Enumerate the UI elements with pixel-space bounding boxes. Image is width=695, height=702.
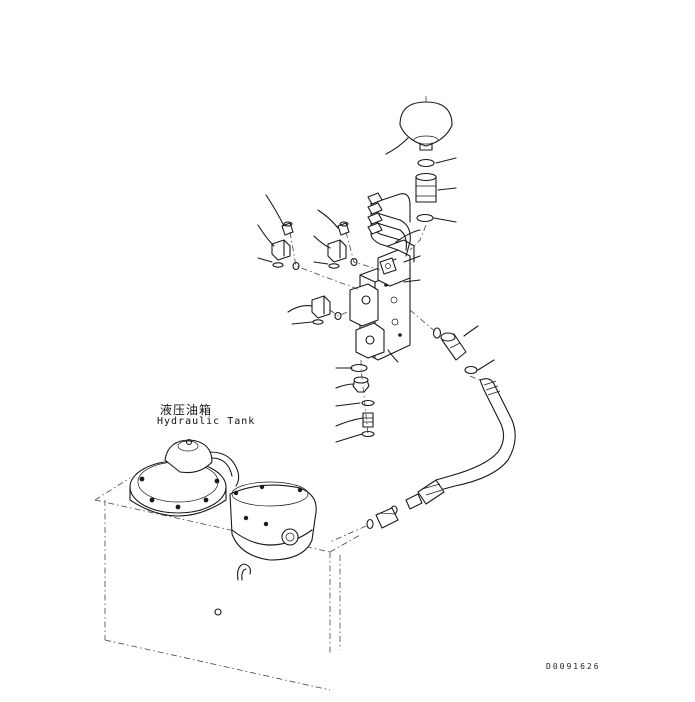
hydraulic-tank — [94, 438, 361, 691]
control-valve — [349, 192, 415, 361]
left-fittings — [271, 221, 358, 325]
hose-assembly — [329, 327, 516, 543]
tank-label-english: Hydraulic Tank — [157, 416, 256, 427]
guide-lines — [289, 96, 481, 435]
drawing-id: D0091626 — [546, 662, 601, 671]
accumulator — [399, 101, 453, 223]
tank-label-chinese: 液压油箱 — [160, 403, 213, 417]
leader-lines — [257, 137, 495, 443]
lower-fittings — [350, 363, 375, 438]
